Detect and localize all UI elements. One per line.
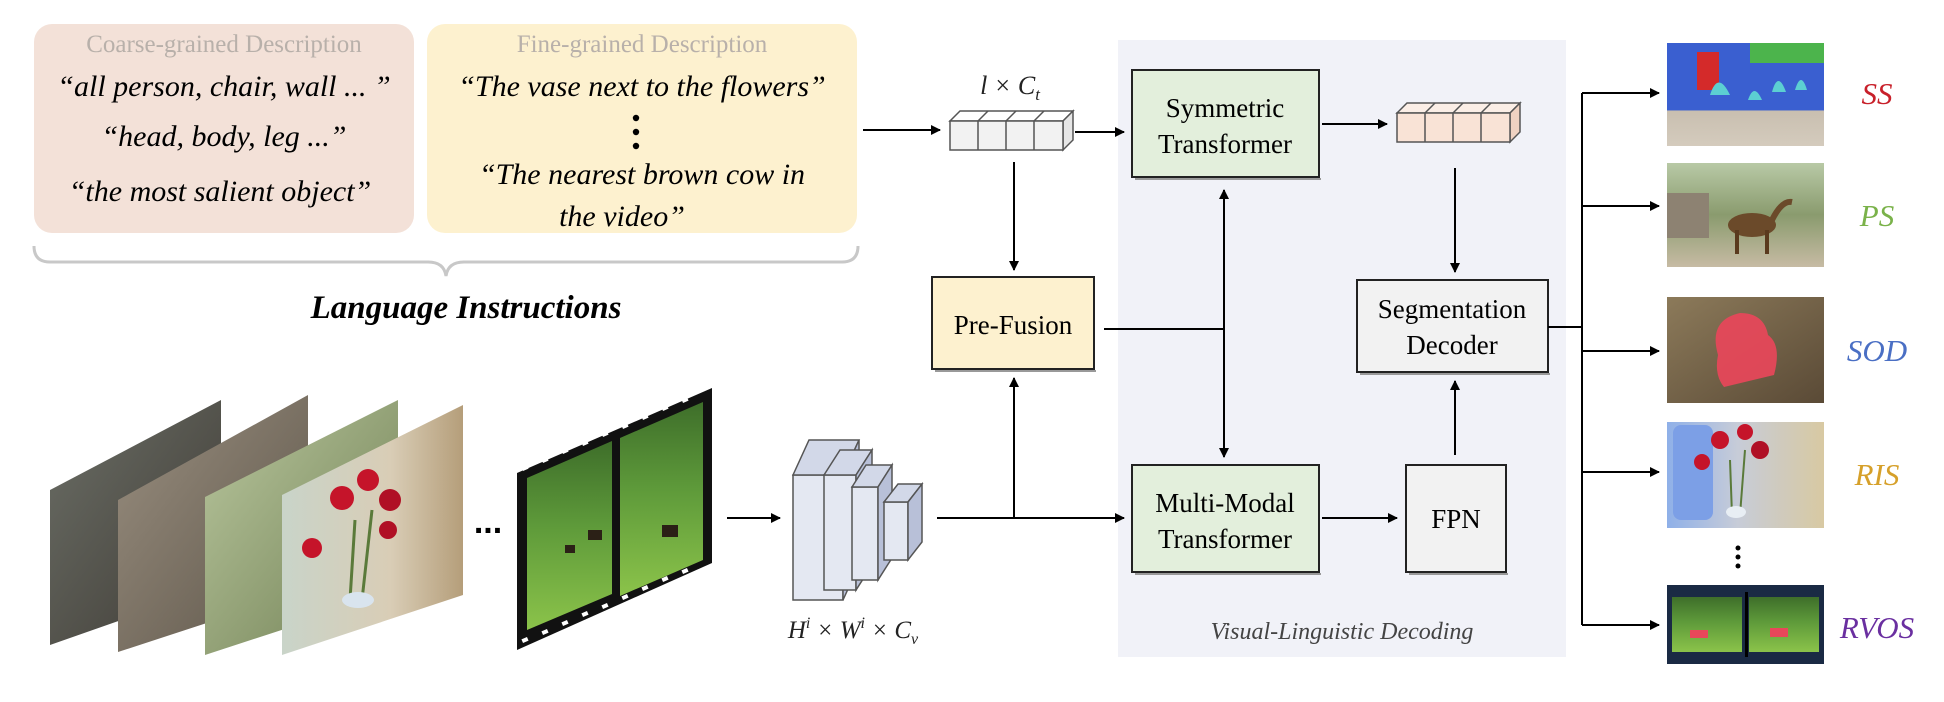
connector-arrows (727, 88, 1660, 630)
output-image-ps (1667, 163, 1824, 267)
prefusion-label: Pre-Fusion (954, 310, 1073, 340)
output-image-ris (1667, 422, 1824, 528)
task-label-sod: SOD (1847, 333, 1907, 368)
fpn-label: FPN (1431, 504, 1481, 534)
multimodal-transformer-block: Multi-Modal Transformer (1131, 464, 1321, 575)
visual-feature-label: Hi × Wi × Cv (787, 615, 919, 648)
input-ellipsis: ... (474, 503, 502, 541)
multimodal-transformer-label: Multi-Modal (1155, 488, 1295, 518)
fine-description-line: “The nearest brown cow in (479, 158, 805, 191)
fine-description-line: the video” (559, 200, 685, 233)
coarse-description-line: “head, body, leg ...” (102, 120, 347, 153)
vertical-ellipsis-icon (632, 114, 640, 150)
fpn-block: FPN (1405, 464, 1508, 575)
output-feature-tokens (1395, 101, 1522, 144)
task-label-ss: SS (1862, 76, 1893, 111)
decoding-label: Visual-Linguistic Decoding (1211, 619, 1474, 645)
prefusion-block: Pre-Fusion (931, 276, 1096, 372)
flower-icon (302, 469, 401, 608)
task-label-ris: RIS (1854, 457, 1900, 492)
symmetric-transformer-block: Symmetric Transformer (1131, 69, 1321, 180)
output-image-ss (1667, 43, 1824, 146)
text-feature-label: l × Ct (980, 71, 1041, 104)
multimodal-transformer-label: Transformer (1158, 524, 1292, 554)
task-label-rvos: RVOS (1839, 610, 1914, 645)
fine-description-line: “The vase next to the flowers” (458, 70, 825, 103)
coarse-description-bg (34, 24, 414, 233)
fine-description-title: Fine-grained Description (517, 31, 768, 58)
fine-description-bg (427, 24, 857, 233)
brace-icon (32, 245, 860, 277)
visual-encoder-icon (791, 439, 924, 601)
vertical-ellipsis-icon (1735, 545, 1741, 569)
symmetric-transformer-label: Symmetric (1166, 93, 1284, 123)
output-image-rvos (1667, 585, 1824, 664)
segmentation-decoder-block: Segmentation Decoder (1356, 279, 1550, 375)
output-image-sod (1667, 297, 1824, 403)
coarse-description-line: “all person, chair, wall ... ” (57, 70, 390, 103)
symmetric-transformer-label: Transformer (1158, 129, 1292, 159)
input-image-stack (50, 395, 463, 655)
film-perforations (521, 396, 689, 644)
text-feature-tokens (948, 109, 1075, 152)
segmentation-decoder-label: Segmentation (1378, 294, 1527, 324)
language-instructions-label: Language Instructions (310, 290, 622, 326)
segmentation-decoder-label: Decoder (1406, 330, 1497, 360)
coarse-description-title: Coarse-grained Description (86, 31, 362, 58)
video-filmstrip (517, 388, 712, 650)
fine-description-box: Fine-grained Description “The vase next … (427, 24, 857, 233)
task-label-ps: PS (1859, 198, 1894, 233)
coarse-description-line: “the most salient object” (69, 175, 372, 208)
coarse-description-box: Coarse-grained Description “all person, … (34, 24, 414, 233)
input-image-vase (282, 405, 463, 655)
